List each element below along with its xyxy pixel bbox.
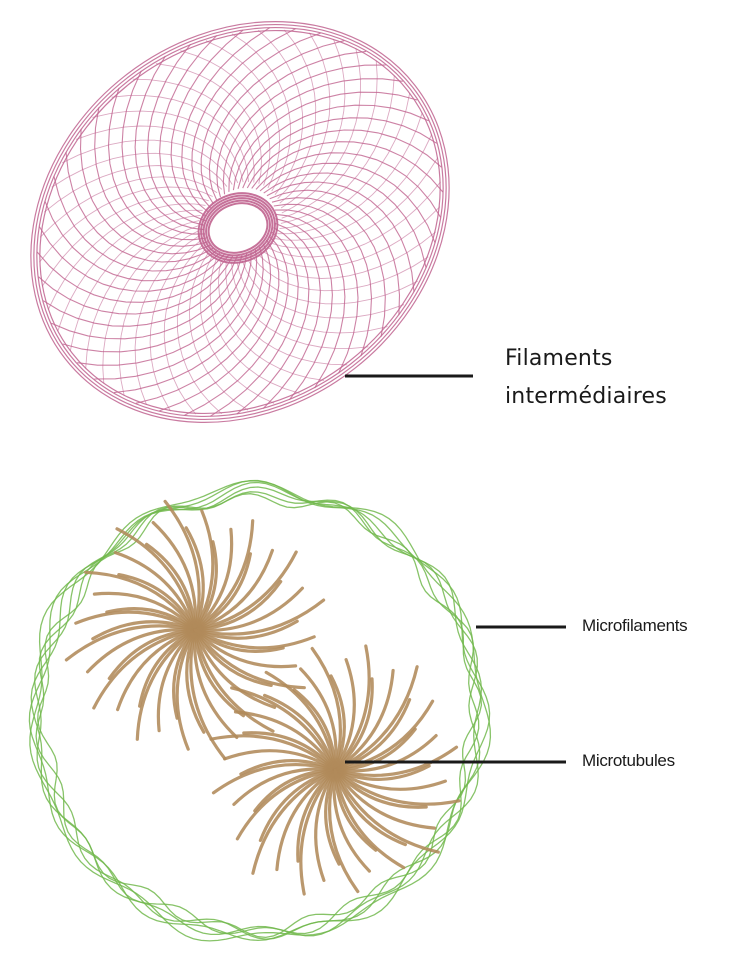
intermediate-filament (237, 262, 388, 333)
microfilament-strand (30, 481, 491, 941)
intermediate-filament (253, 257, 428, 291)
microfilaments-cell (29, 481, 490, 941)
intermediate-filament (133, 79, 255, 182)
intermediate-filament (177, 249, 221, 413)
intermediate-filament (280, 93, 410, 229)
intermediate-filaments-cell (0, 0, 529, 505)
microtubules-label: Microtubules (582, 751, 675, 771)
intermediate-filament (93, 111, 244, 182)
intermediate-filament (171, 30, 243, 217)
intermediate-filaments-label: Filaments intermédiaires (505, 340, 667, 416)
intermediate-filament (242, 261, 404, 318)
microtubules-asters (66, 501, 459, 894)
intermediate-filament (86, 221, 199, 369)
intermediate-filaments-label-line2: intermédiaires (505, 378, 667, 416)
intermediate-filament (76, 126, 238, 183)
intermediate-filament (281, 76, 394, 224)
intermediate-filament (52, 153, 227, 187)
intermediate-filament (258, 30, 302, 195)
intermediate-filament (70, 215, 200, 351)
microfilaments-label: Microfilaments (582, 616, 687, 636)
intermediate-filaments-label-line1: Filaments (505, 340, 667, 378)
intermediate-filament (226, 262, 348, 365)
